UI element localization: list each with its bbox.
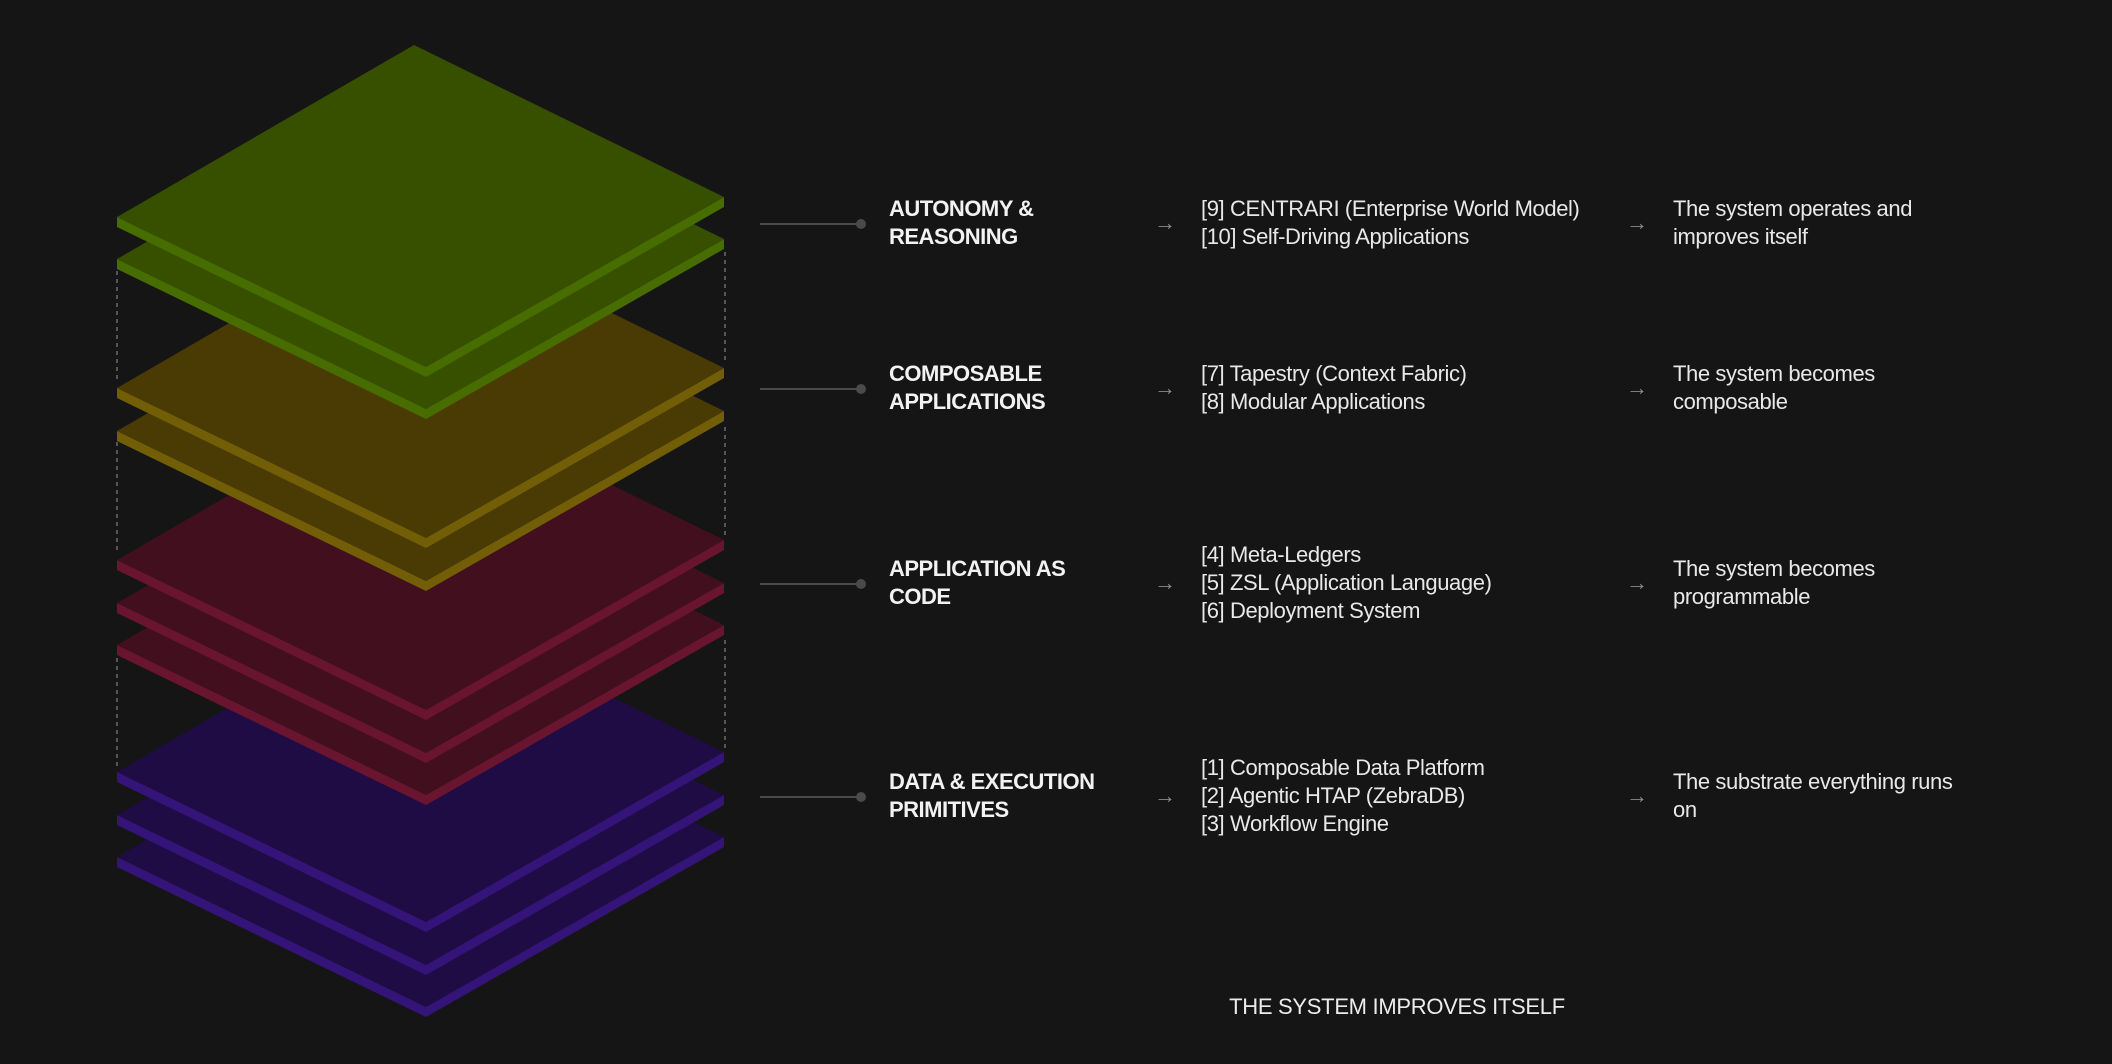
connector-line — [760, 796, 860, 798]
layer-plate — [117, 45, 724, 377]
title-line: REASONING — [889, 224, 1018, 249]
arrow-right-icon: → — [1626, 375, 1648, 400]
arrow-right-icon: → — [1154, 783, 1176, 808]
layer-title: DATA & EXECUTION PRIMITIVES — [889, 768, 1119, 824]
list-item: [8] Modular Applications — [1201, 389, 1425, 414]
title-line: COMPOSABLE — [889, 361, 1042, 386]
list-item: [1] Composable Data Platform — [1201, 755, 1485, 780]
layer-description: The system operates and improves itself — [1673, 196, 1913, 249]
layer-items: [1] Composable Data Platform [2] Agentic … — [1201, 754, 1485, 838]
list-item: [4] Meta-Ledgers — [1201, 542, 1361, 567]
layer-description: The system becomes programmable — [1673, 556, 1875, 609]
arrow-right-icon: → — [1154, 210, 1176, 235]
list-item: [5] ZSL (Application Language) — [1201, 570, 1492, 595]
connector-dot — [856, 579, 866, 589]
layer-items: [7] Tapestry (Context Fabric) [8] Modular… — [1201, 360, 1467, 416]
arrow-right-icon: → — [1626, 570, 1648, 595]
title-line: APPLICATIONS — [889, 389, 1046, 414]
layer-stack-illustration — [116, 45, 726, 1017]
layer-description: The substrate everything runs on — [1673, 769, 1953, 822]
layer-title: APPLICATION AS CODE — [889, 555, 1119, 611]
connector-dot — [856, 792, 866, 802]
layer-title: AUTONOMY & REASONING — [889, 195, 1119, 251]
layer-description: The system becomes composable — [1673, 361, 1875, 414]
layer-title: COMPOSABLE APPLICATIONS — [889, 360, 1119, 416]
title-line: APPLICATION AS — [889, 556, 1066, 581]
arrow-right-icon: → — [1154, 570, 1176, 595]
title-line: DATA & EXECUTION — [889, 769, 1095, 794]
list-item: [7] Tapestry (Context Fabric) — [1201, 361, 1467, 386]
arrow-right-icon: → — [1626, 783, 1648, 808]
arrow-right-icon: → — [1626, 210, 1648, 235]
layer-items: [9] CENTRARI (Enterprise World Model) [10… — [1201, 195, 1580, 251]
layer-items: [4] Meta-Ledgers [5] ZSL (Application Lan… — [1201, 541, 1492, 625]
connector-line — [760, 388, 860, 390]
list-item: [10] Self-Driving Applications — [1201, 224, 1470, 249]
list-item: [6] Deployment System — [1201, 598, 1421, 623]
footer-caption: THE SYSTEM IMPROVES ITSELF — [1229, 994, 1565, 1019]
arrow-right-icon: → — [1154, 375, 1176, 400]
connector-line — [760, 583, 860, 585]
connector-dot — [856, 384, 866, 394]
list-item: [2] Agentic HTAP (ZebraDB) — [1201, 783, 1465, 808]
list-item: [3] Workflow Engine — [1201, 811, 1389, 836]
title-line: PRIMITIVES — [889, 797, 1009, 822]
title-line: CODE — [889, 584, 951, 609]
list-item: [9] CENTRARI (Enterprise World Model) — [1201, 196, 1580, 221]
connector-dot — [856, 219, 866, 229]
connector-line — [760, 223, 860, 225]
title-line: AUTONOMY & — [889, 196, 1034, 221]
